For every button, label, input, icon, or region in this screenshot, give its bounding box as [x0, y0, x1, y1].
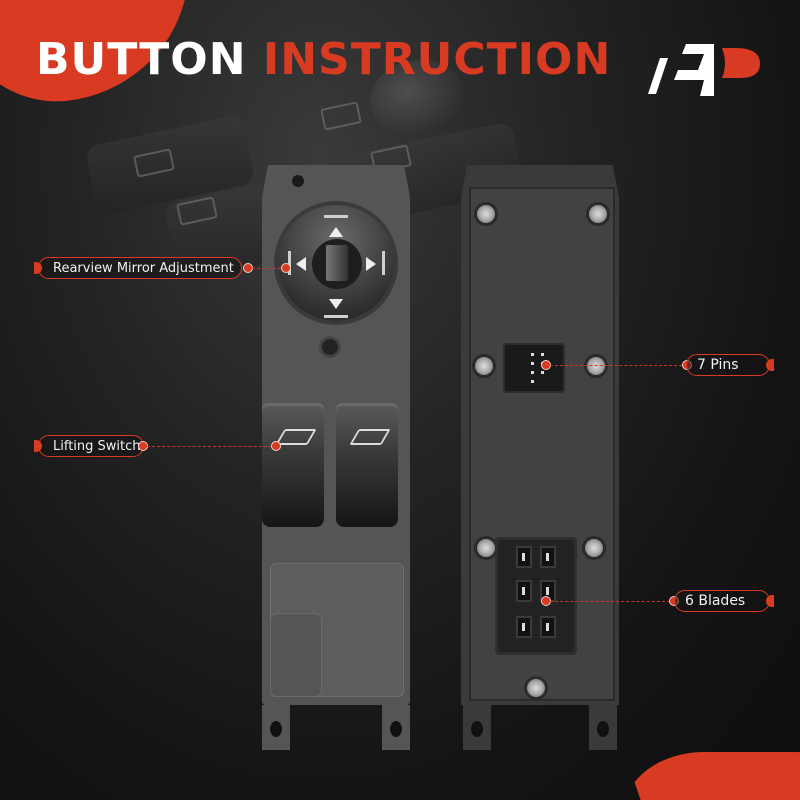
callout-line [550, 601, 670, 602]
mounting-hole [390, 721, 402, 737]
arrow-up-icon [329, 227, 343, 237]
mounting-hole [292, 175, 304, 187]
dial-mark-bottom [324, 315, 348, 318]
accent-shape-bottom-right [624, 752, 800, 800]
callout-cap [34, 262, 42, 274]
callout-line [252, 268, 286, 269]
arrow-left-icon [296, 257, 306, 271]
callout-label: 7 Pins [697, 357, 739, 373]
screw [475, 357, 493, 375]
title-part-red: INSTRUCTION [262, 34, 612, 85]
callout-cap [34, 440, 42, 452]
mounting-hole [471, 721, 483, 737]
callout-label: Lifting Switch [53, 439, 141, 454]
callout-cap [766, 595, 774, 607]
window-icon [349, 429, 391, 445]
window-icon [275, 429, 317, 445]
page-title: BUTTON INSTRUCTION [36, 36, 611, 84]
screw [585, 539, 603, 557]
left-window-switch[interactable] [262, 403, 324, 527]
dial-mark-left [288, 251, 291, 275]
screw [477, 539, 495, 557]
callout-label: Rearview Mirror Adjustment [53, 261, 234, 276]
screw [589, 205, 607, 223]
callout-rearview-mirror-adjustment: Rearview Mirror Adjustment [34, 257, 242, 279]
callout-target-dot [271, 441, 281, 451]
callout-6-blades: 6 Blades [674, 590, 774, 612]
dial-mark-right [382, 251, 385, 275]
6-blade-connector [495, 537, 577, 655]
callout-line [147, 446, 277, 447]
screw [587, 357, 605, 375]
callout-target-dot [281, 263, 291, 273]
dial-mark-top [324, 215, 348, 218]
callout-cap [766, 359, 774, 371]
brand-logo-icon [648, 44, 760, 96]
mounting-hole [597, 721, 609, 737]
mounting-hole [270, 721, 282, 737]
background-window-icon [320, 101, 362, 131]
callout-label: 6 Blades [685, 593, 746, 609]
right-window-switch[interactable] [336, 403, 398, 527]
title-part-white: BUTTON [36, 34, 247, 85]
lower-sub-panel [270, 613, 322, 697]
callout-lifting-switch: Lifting Switch [34, 435, 144, 457]
screw [477, 205, 495, 223]
screw [322, 339, 338, 355]
arrow-down-icon [329, 299, 343, 309]
mirror-select-knob[interactable] [326, 245, 348, 281]
screw [527, 679, 545, 697]
switch-back-view [461, 165, 619, 750]
switch-front-view [262, 165, 410, 750]
7-pin-connector [503, 343, 565, 393]
arrow-right-icon [366, 257, 376, 271]
callout-7-pins: 7 Pins [686, 354, 774, 376]
callout-line [550, 365, 682, 366]
